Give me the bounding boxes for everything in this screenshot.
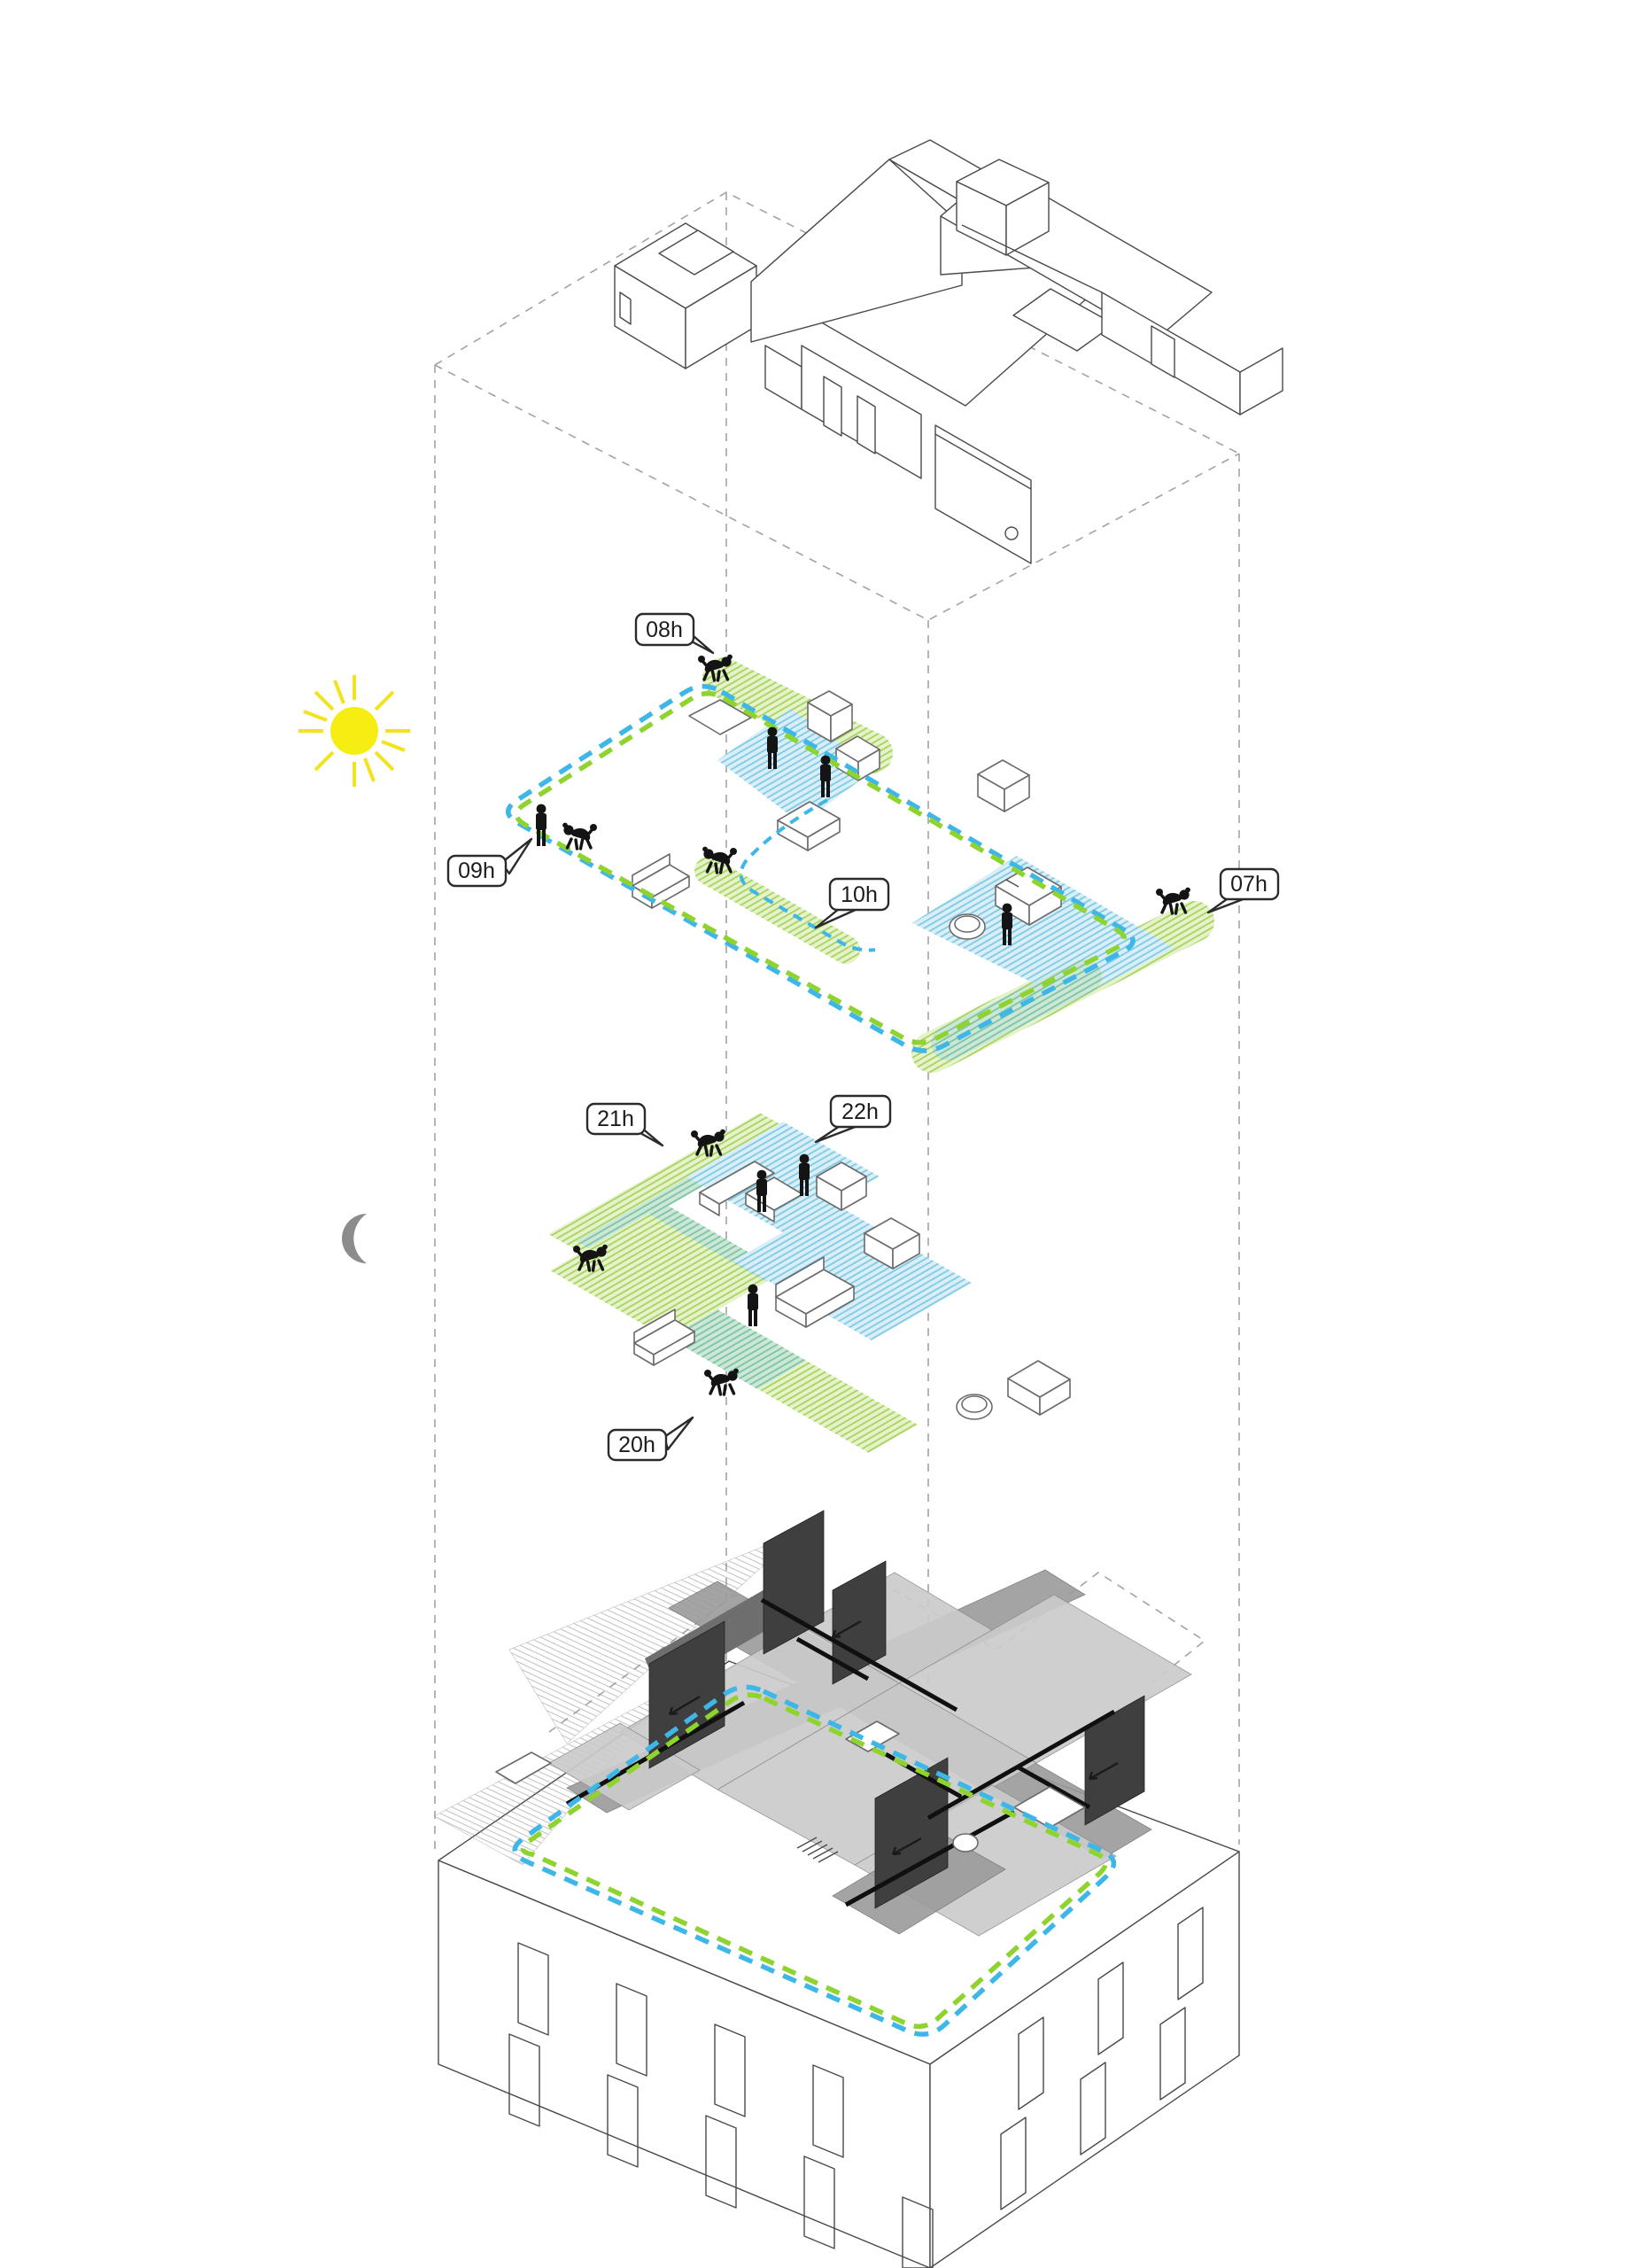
label-text: 21h — [597, 1107, 634, 1131]
time-label-09h: 09h — [446, 837, 533, 888]
room-area — [548, 1722, 701, 1811]
bathtub-plan — [952, 1833, 979, 1852]
building-right-facade — [929, 1851, 1240, 2268]
time-label-21h: 21h — [585, 1102, 664, 1147]
facade-windows — [508, 1907, 1204, 2268]
bench-evening — [633, 1309, 695, 1366]
person-icon — [748, 1284, 758, 1326]
roof-window — [619, 291, 632, 325]
bed-morning — [995, 866, 1062, 926]
green-zone-walkway — [694, 857, 860, 964]
floor-plan — [433, 1510, 1192, 1937]
daytime-path-layer: 08h 09h 10h 07h — [446, 612, 1280, 1073]
floating-bathtub — [956, 1394, 993, 1420]
exploded-box-guides — [434, 191, 1240, 2060]
time-label-08h: 08h — [634, 612, 715, 655]
sliding-panels — [648, 1510, 1145, 1909]
floating-bed — [1007, 1360, 1071, 1416]
panel-arrows — [668, 1619, 1119, 1856]
green-zone-arm — [548, 1113, 793, 1253]
roof-wireframe-layer — [614, 139, 1283, 564]
blue-zone-kitchen-morning — [717, 709, 875, 824]
route-loop-green-morning — [514, 691, 1128, 1045]
route-detour-blue — [739, 798, 876, 952]
bathtub-morning — [949, 913, 986, 940]
skylight-opening — [1012, 288, 1115, 352]
overlap-zone-terrace — [931, 959, 1102, 1060]
time-label-10h: 10h — [814, 877, 890, 929]
sofa-morning — [777, 801, 841, 851]
bench-morning — [632, 853, 690, 909]
roof-right-box — [956, 159, 1050, 256]
kitchen-island — [807, 690, 853, 742]
moon-icon — [342, 1214, 367, 1263]
label-text: 09h — [458, 858, 495, 883]
nighttime-path-layer: 21h 22h 20h — [548, 1094, 1071, 1462]
green-zone-field — [550, 1204, 783, 1339]
ground-floor-building — [433, 1510, 1240, 2268]
time-label-20h: 20h — [607, 1416, 694, 1462]
label-text: 22h — [841, 1099, 879, 1124]
dog-icon — [561, 820, 599, 850]
sun-icon — [298, 675, 410, 787]
furniture-morning — [632, 690, 1062, 940]
table-evening-2 — [864, 1217, 920, 1270]
counter-table — [688, 699, 752, 735]
dog-icon — [702, 1366, 740, 1396]
overlap-zone-band — [669, 1309, 806, 1389]
roof-flat-box — [614, 222, 757, 369]
route-loop-green-building — [520, 1692, 1108, 2030]
furniture-evening — [633, 1161, 1071, 1420]
sofa-evening — [775, 1256, 855, 1328]
time-label-07h: 07h — [1206, 867, 1280, 914]
blue-zone-kitchen-evening — [686, 1122, 880, 1232]
label-text: 20h — [618, 1433, 655, 1457]
stairs-plan — [796, 1837, 839, 1863]
desk — [977, 759, 1030, 812]
building-left-facade — [438, 1860, 931, 2268]
table-evening-1 — [816, 1161, 867, 1211]
time-label-22h: 22h — [814, 1094, 892, 1144]
blue-zone-living-evening — [733, 1203, 972, 1340]
route-loop-blue-building — [512, 1684, 1116, 2037]
roof-front-walls — [764, 224, 1283, 479]
person-icon — [536, 804, 547, 846]
bench-plan — [495, 1751, 552, 1784]
blue-zone-bedroom — [912, 856, 1174, 1001]
label-text: 08h — [646, 617, 683, 642]
skylight-opening — [658, 229, 734, 276]
label-text: 07h — [1230, 872, 1268, 897]
label-text: 10h — [841, 882, 878, 907]
room-area — [717, 1682, 1037, 1866]
roof-fin-wall — [934, 424, 1032, 564]
route-loop-blue-morning — [506, 684, 1136, 1053]
